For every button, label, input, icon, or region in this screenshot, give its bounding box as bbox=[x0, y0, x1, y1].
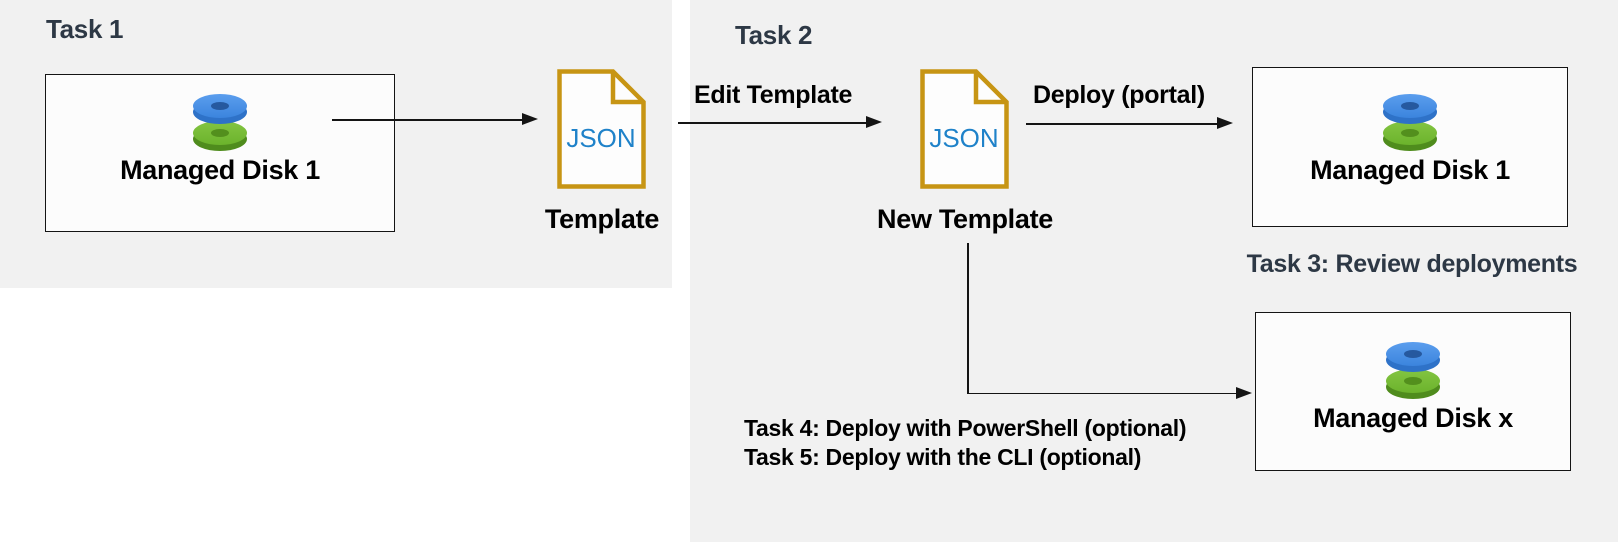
disk-green-platter bbox=[193, 121, 247, 151]
edit-template-arrow-label: Edit Template bbox=[694, 81, 853, 109]
new-template-caption: New Template bbox=[877, 204, 1053, 234]
disk-blue-platter bbox=[1383, 94, 1437, 124]
managed-disk-1-deployed-box: Managed Disk 1 bbox=[1252, 67, 1568, 227]
task4-caption: Task 4: Deploy with PowerShell (optional… bbox=[744, 415, 1187, 441]
json-file-icon: JSON bbox=[557, 69, 646, 189]
deploy-portal-arrow-label: Deploy (portal) bbox=[1033, 81, 1205, 109]
export-arrow-line bbox=[332, 119, 522, 121]
task4-task5-captions: Task 4: Deploy with PowerShell (optional… bbox=[744, 414, 1187, 472]
cli-arrow-horizontal-line bbox=[967, 392, 1236, 394]
edit-template-arrow-head bbox=[866, 116, 882, 128]
managed-disk-1-source-box: Managed Disk 1 bbox=[45, 74, 395, 232]
disk-green-platter bbox=[1383, 121, 1437, 151]
disk-green-platter bbox=[1386, 369, 1440, 399]
json-badge-text: JSON bbox=[566, 123, 635, 153]
task3-caption: Task 3: Review deployments bbox=[1246, 250, 1578, 278]
managed-disk-icon bbox=[193, 94, 247, 151]
managed-disk-x-label: Managed Disk x bbox=[1313, 403, 1513, 433]
export-arrow-head bbox=[522, 113, 538, 125]
task5-caption: Task 5: Deploy with the CLI (optional) bbox=[744, 444, 1142, 470]
task1-heading: Task 1 bbox=[46, 14, 124, 44]
managed-disk-icon bbox=[1383, 94, 1437, 151]
managed-disk-icon bbox=[1386, 342, 1440, 399]
cli-arrow-vertical-line bbox=[967, 243, 969, 394]
managed-disk-x-box: Managed Disk x bbox=[1255, 312, 1571, 471]
deploy-portal-arrow-head bbox=[1217, 117, 1233, 129]
cli-arrow-head bbox=[1236, 386, 1252, 399]
template-caption: Template bbox=[544, 204, 660, 234]
json-file-icon: JSON bbox=[920, 69, 1009, 189]
disk-blue-platter bbox=[193, 94, 247, 124]
managed-disk-1-source-label: Managed Disk 1 bbox=[120, 155, 320, 185]
edit-template-arrow-line bbox=[678, 122, 866, 124]
disk-blue-platter bbox=[1386, 342, 1440, 372]
task2-heading: Task 2 bbox=[735, 20, 813, 50]
json-badge-text: JSON bbox=[929, 123, 998, 153]
managed-disk-1-deployed-label: Managed Disk 1 bbox=[1310, 155, 1510, 185]
deploy-portal-arrow-line bbox=[1026, 123, 1217, 125]
